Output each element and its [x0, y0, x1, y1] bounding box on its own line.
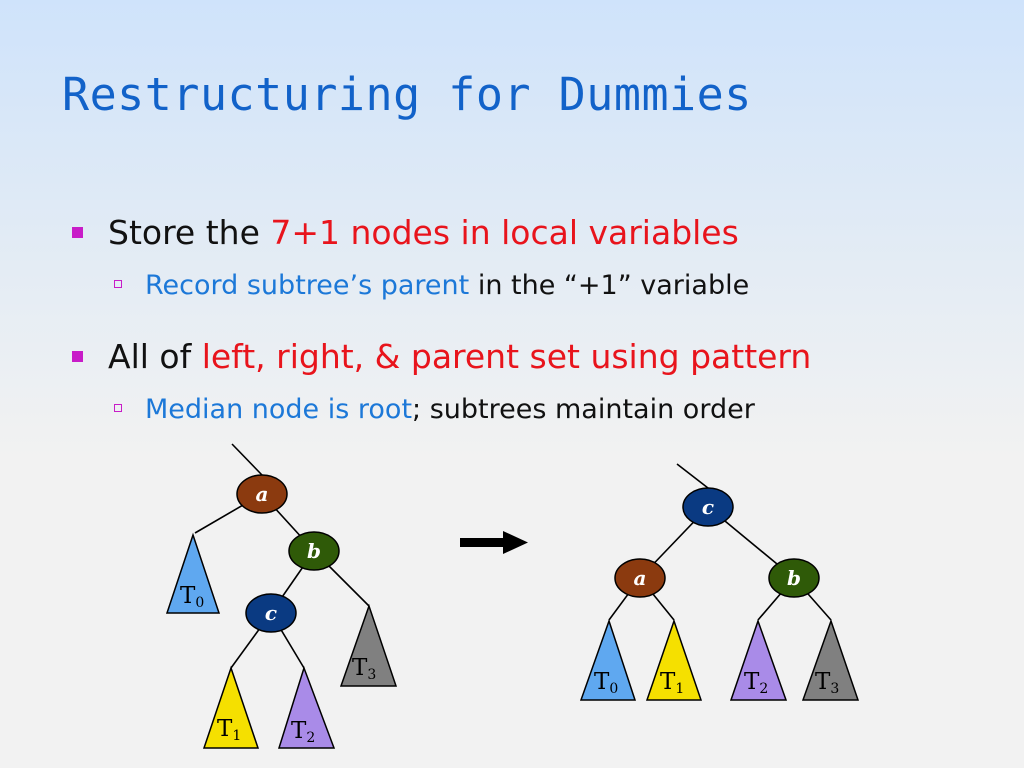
sub-bullet-2-tail: ; subtrees maintain order — [412, 394, 755, 425]
after-subtree-t2: T2 — [729, 618, 788, 701]
svg-text:T3: T3 — [815, 669, 839, 697]
svg-text:T0: T0 — [594, 669, 618, 697]
bullet-list: Store the 7+1 nodes in local variables R… — [72, 210, 972, 458]
before-subtree-t0: T0 — [165, 532, 221, 614]
bullet-1-lead: Store the — [108, 213, 271, 252]
sub-bullet-2-highlight: Median node is root — [145, 394, 413, 425]
after-subtree-t0: T0 — [579, 618, 637, 701]
after-node-a: a — [614, 558, 666, 598]
slide-title: Restructuring for Dummies — [62, 68, 752, 121]
square-bullet-icon — [72, 227, 83, 238]
before-node-b: b — [288, 531, 340, 571]
svg-text:T2: T2 — [744, 669, 768, 697]
sub-bullet-2: Median node is root; subtrees maintain o… — [72, 390, 972, 458]
bullet-2-highlight: left, right, & parent set using pattern — [201, 337, 812, 376]
bullet-2-lead: All of — [108, 337, 202, 376]
svg-text:T0: T0 — [180, 583, 204, 611]
bullet-2: All of left, right, & parent set using p… — [72, 334, 972, 380]
before-subtree-t2: T2 — [277, 665, 336, 749]
hollow-square-bullet-icon — [114, 280, 122, 288]
sub-bullet-1-highlight: Record subtree’s parent — [145, 270, 470, 301]
bullet-1-highlight: 7+1 nodes in local variables — [270, 213, 739, 252]
sub-bullet-1-tail: in the “+1” variable — [469, 270, 750, 301]
bullet-1: Store the 7+1 nodes in local variables — [72, 210, 972, 256]
svg-text:T1: T1 — [217, 716, 241, 744]
before-subtree-t1: T1 — [202, 665, 260, 749]
sub-bullet-1: Record subtree’s parent in the “+1” vari… — [72, 266, 972, 334]
svg-text:b: b — [307, 539, 321, 563]
after-node-c: c — [682, 487, 734, 527]
svg-text:T3: T3 — [352, 655, 376, 683]
right-arrow-icon — [460, 531, 528, 554]
after-subtree-t1: T1 — [645, 618, 703, 701]
before-subtree-t3: T3 — [339, 603, 398, 687]
svg-text:b: b — [787, 566, 801, 590]
before-node-c: c — [245, 593, 297, 633]
after-subtree-t3: T3 — [801, 618, 860, 701]
svg-text:T2: T2 — [291, 718, 315, 746]
square-bullet-icon — [72, 351, 83, 362]
svg-text:c: c — [265, 601, 277, 625]
before-node-a: a — [236, 474, 288, 514]
after-node-b: b — [768, 558, 820, 598]
svg-text:T1: T1 — [660, 669, 684, 697]
svg-text:a: a — [256, 482, 269, 506]
hollow-square-bullet-icon — [114, 404, 122, 412]
svg-text:a: a — [634, 566, 647, 590]
svg-text:c: c — [702, 495, 714, 519]
